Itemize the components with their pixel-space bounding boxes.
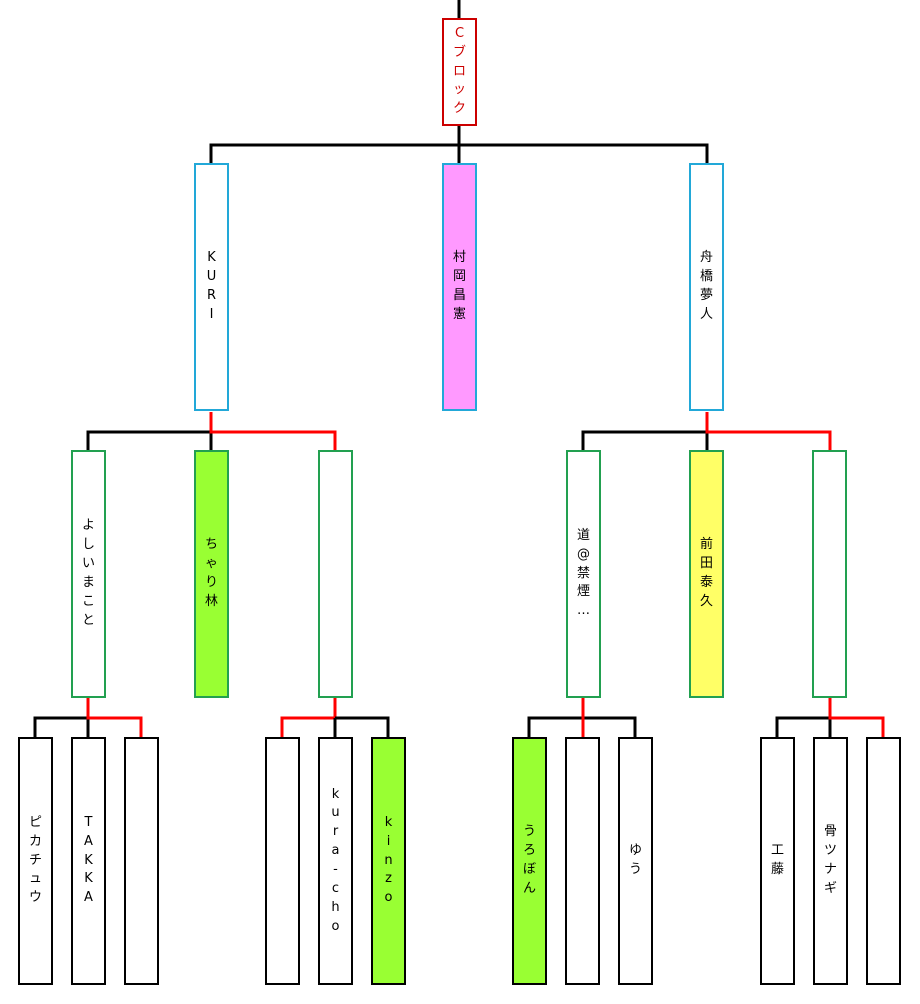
tier3-entry: ゆう	[618, 737, 653, 985]
tier3-entry	[124, 737, 159, 985]
tier2-entry: ちゃり林	[194, 450, 229, 698]
tier3-entry: 工藤	[760, 737, 795, 985]
connector-line	[583, 716, 637, 737]
connector-line	[33, 716, 90, 737]
tier3-entry: うろぼん	[512, 737, 547, 985]
tier2-entry	[318, 450, 353, 698]
tier2-entry: よしいまこと	[71, 450, 106, 698]
connector-line	[527, 716, 583, 737]
tier3-name: 工藤	[770, 843, 784, 877]
tier2-name: ちゃり林	[204, 537, 218, 609]
connector-line	[335, 716, 390, 737]
tier1-entry: 村岡昌憲	[442, 163, 477, 411]
connector-line	[86, 430, 213, 450]
tier3-name: ゆう	[628, 843, 642, 877]
tier2-entry: 前田泰久	[689, 450, 724, 698]
tier3-entry	[565, 737, 600, 985]
connector-line	[209, 412, 337, 450]
tier2-entry: 道@禁煙…	[566, 450, 601, 698]
tier3-entry: 骨ツナギ	[813, 737, 848, 985]
connector-line	[86, 698, 143, 737]
tier3-name: 骨ツナギ	[823, 824, 837, 896]
connector-line	[581, 430, 709, 450]
tier1-entry: 舟橋夢人	[689, 163, 724, 411]
tier1-name: 村岡昌憲	[452, 250, 466, 322]
connector-line	[775, 716, 832, 737]
tier3-entry	[265, 737, 300, 985]
tier2-name: 前田泰久	[699, 537, 713, 609]
tier1-name: 舟橋夢人	[699, 250, 713, 322]
tier2-name: 道@禁煙…	[576, 527, 590, 619]
connector-line	[828, 698, 885, 737]
connector-line	[280, 716, 335, 737]
tier2-entry	[812, 450, 847, 698]
tier3-name: ピカチュウ	[28, 814, 42, 906]
tier3-name: うろぼん	[522, 824, 536, 896]
connector-line	[705, 412, 832, 450]
tier2-name: よしいまこと	[81, 518, 95, 628]
tier3-entry: ピカチュウ	[18, 737, 53, 985]
tier3-entry	[866, 737, 901, 985]
